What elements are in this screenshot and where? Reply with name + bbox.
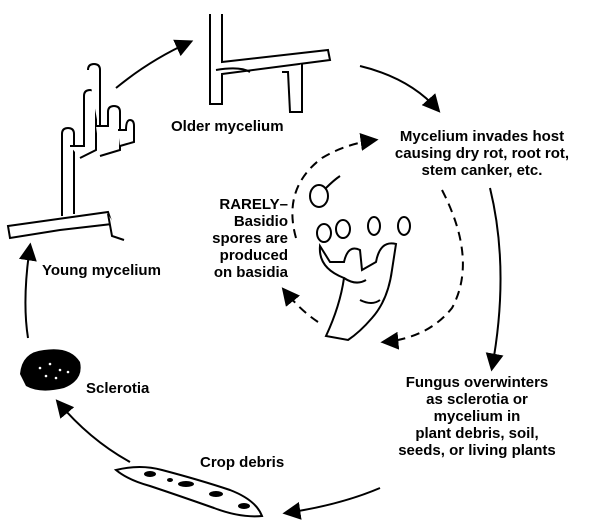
arrow-sclerotia-to-young <box>25 246 30 338</box>
label-older-mycelium: Older mycelium <box>171 118 284 135</box>
arrow-invades-to-overwinters <box>490 188 501 368</box>
rarely-line-2: Basidio <box>196 213 288 230</box>
label-invades-host: Mycelium invades host causing dry rot, r… <box>378 128 586 179</box>
dashed-arrow-from-basidia <box>284 290 318 322</box>
sclerotia-illustration <box>20 349 81 390</box>
older-mycelium-illustration <box>210 14 330 112</box>
crop-debris-illustration <box>116 467 262 516</box>
overwinters-line-2: as sclerotia or <box>370 391 584 408</box>
label-young-mycelium: Young mycelium <box>42 262 161 279</box>
overwinters-line-5: seeds, or living plants <box>370 442 584 459</box>
invades-host-line-1: Mycelium invades host <box>378 128 586 145</box>
arrow-debris-to-sclerotia <box>58 402 130 462</box>
arrow-older-to-invades <box>360 66 438 110</box>
label-rarely-basidiospores: RARELY– Basidio spores are produced on b… <box>196 196 288 281</box>
young-mycelium-illustration <box>8 64 134 240</box>
invades-host-line-2: causing dry rot, root rot, <box>378 145 586 162</box>
spores-and-basidia-illustration <box>310 176 410 340</box>
dashed-arrow-to-basidia <box>384 190 463 342</box>
overwinters-line-4: plant debris, soil, <box>370 425 584 442</box>
label-sclerotia: Sclerotia <box>86 380 149 397</box>
invades-host-line-3: stem canker, etc. <box>378 162 586 179</box>
label-crop-debris: Crop debris <box>200 454 284 471</box>
rarely-line-3: spores are <box>196 230 288 247</box>
rarely-line-1: RARELY– <box>196 196 288 213</box>
arrow-young-to-older <box>116 42 190 88</box>
rarely-line-5: on basidia <box>196 264 288 281</box>
label-overwinters: Fungus overwinters as sclerotia or mycel… <box>370 374 584 459</box>
dashed-arrow-spore-release <box>292 140 375 238</box>
overwinters-line-3: mycelium in <box>370 408 584 425</box>
arrow-overwinters-to-debris <box>286 488 380 513</box>
overwinters-line-1: Fungus overwinters <box>370 374 584 391</box>
rarely-line-4: produced <box>196 247 288 264</box>
